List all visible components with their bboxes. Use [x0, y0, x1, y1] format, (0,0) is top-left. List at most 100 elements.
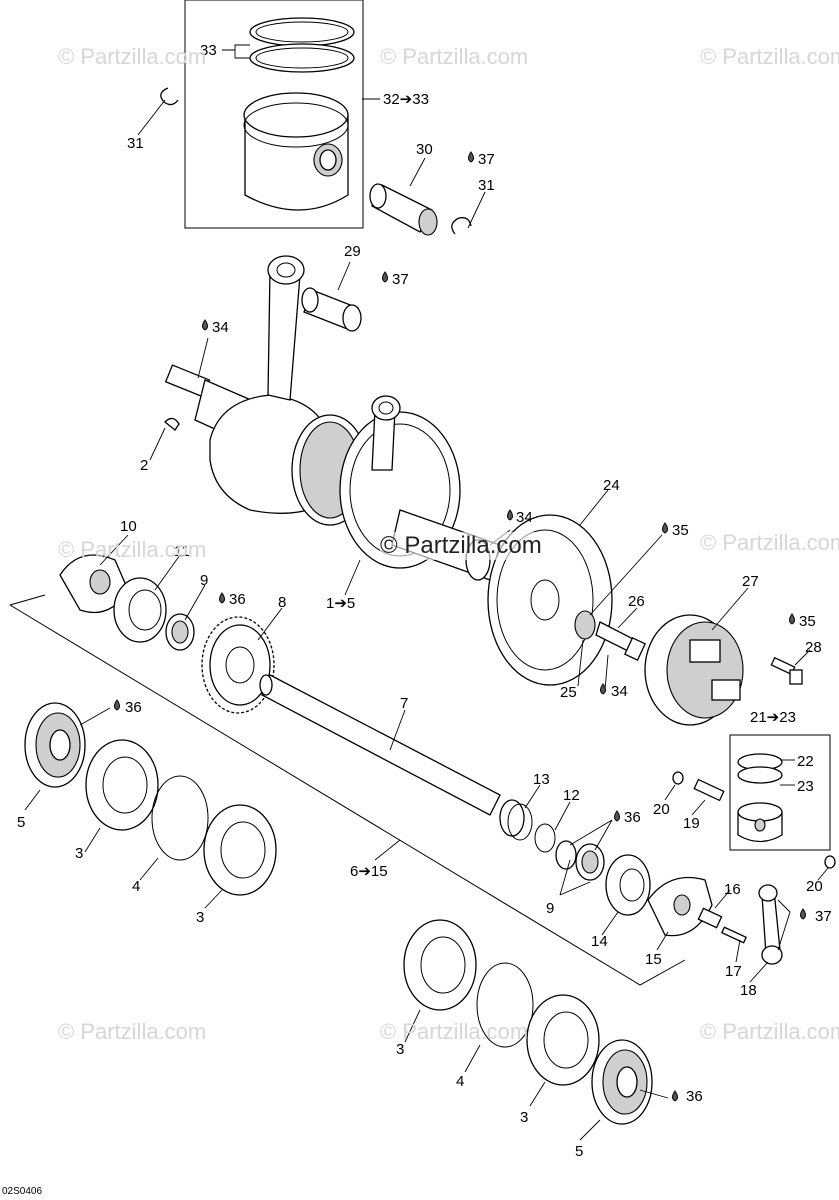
callout-16: 16	[724, 881, 741, 898]
callout-34-b: 34	[516, 509, 533, 526]
callout-37-b: 37	[392, 271, 409, 288]
callout-31-right: 31	[478, 177, 495, 194]
oil-drop-icon	[672, 1090, 678, 1102]
callout-28: 28	[805, 639, 822, 656]
watermark-top-left: © Partzilla.com	[58, 44, 207, 69]
callout-10: 10	[120, 518, 137, 535]
callout-14: 14	[591, 933, 608, 950]
callout-23: 23	[797, 778, 814, 795]
callout-31-left: 31	[127, 135, 144, 152]
callout-36-d: 36	[686, 1088, 703, 1105]
callout-35-b: 35	[799, 613, 816, 630]
piston-rings	[249, 17, 355, 73]
callout-22: 22	[797, 753, 814, 770]
watermark-top-right: © Partzilla.com	[700, 44, 839, 69]
bearing-3-c	[403, 919, 477, 1011]
callout-11: 11	[174, 543, 190, 560]
o-ring-4-upper	[151, 775, 209, 861]
callout-25: 25	[560, 684, 577, 701]
crankshaft-assembly	[164, 255, 501, 581]
watermark-mid-right: © Partzilla.com	[700, 530, 839, 555]
callout-36-a: 36	[229, 591, 246, 608]
bearing-3-d	[526, 994, 600, 1086]
needle-bearing-29	[301, 287, 362, 332]
callout-12: 12	[563, 787, 580, 804]
callout-1-5: 1➔5	[326, 595, 355, 612]
callout-24: 24	[603, 477, 620, 494]
callout-20-middle: 20	[653, 801, 670, 818]
oil-drop-icon	[382, 271, 388, 283]
callout-18: 18	[740, 982, 757, 999]
balance-weight-10	[59, 554, 129, 614]
callout-8: 8	[278, 594, 286, 611]
seal-9-upper	[165, 613, 195, 651]
callout-4-lower: 4	[456, 1073, 464, 1090]
needle-bearing-13	[499, 799, 533, 841]
oil-drop-icon	[202, 319, 208, 331]
balance-weight-15	[647, 876, 713, 937]
watermark-center: © Partzilla.com	[380, 532, 542, 560]
callout-30: 30	[416, 141, 433, 158]
pin-16	[697, 907, 723, 929]
callout-37-a: 37	[478, 151, 495, 168]
piston-kit-frame	[184, 0, 364, 229]
callout-3-c: 3	[396, 1041, 404, 1058]
callout-7: 7	[400, 695, 408, 712]
screw-28	[770, 656, 803, 685]
watermark-top-middle: © Partzilla.com	[380, 44, 529, 69]
balance-shaft	[259, 674, 501, 816]
bearing-3-b	[203, 804, 277, 896]
drawing-code: 02S0406	[2, 1186, 43, 1197]
callout-33: 33	[200, 42, 217, 59]
oil-drop-icon	[614, 810, 620, 822]
oil-drop-icon	[789, 613, 795, 625]
small-piston-kit-frame	[729, 734, 831, 851]
callout-5-lower: 5	[575, 1143, 583, 1160]
balance-shaft-group-outline	[9, 594, 686, 986]
piston-pin	[369, 183, 438, 236]
callout-36-c: 36	[624, 809, 641, 826]
oil-drop-icon	[800, 908, 806, 920]
callout-32-33: 32➔33	[383, 91, 429, 108]
pin-19	[693, 778, 725, 802]
callout-3-a: 3	[75, 845, 83, 862]
oil-drop-icon	[600, 683, 606, 695]
callout-35-a: 35	[672, 522, 689, 539]
callout-34-c: 34	[611, 683, 628, 700]
watermark-bottom-left: © Partzilla.com	[58, 1019, 207, 1044]
oil-drop-icon	[662, 522, 668, 534]
leader-lines	[24, 44, 829, 1141]
callout-17: 17	[725, 963, 742, 980]
drive-coupling	[644, 614, 744, 726]
callout-4-upper: 4	[132, 878, 140, 895]
callout-34-a: 34	[212, 319, 229, 336]
callout-20-right: 20	[806, 878, 823, 895]
callout-3-b: 3	[196, 909, 204, 926]
callout-27: 27	[742, 573, 759, 590]
oil-drop-icon	[507, 509, 513, 521]
callout-37-c: 37	[815, 908, 832, 925]
bearing-3-a	[85, 739, 159, 831]
oil-drop-icon	[468, 151, 474, 163]
watermark-bottom-middle: © Partzilla.com	[380, 1019, 529, 1044]
seal-5-upper	[24, 702, 86, 788]
callout-labels: 33 32➔33 31 30 37 31 29 37 34 2 24 34 35…	[17, 42, 832, 1160]
watermark-bottom-right: © Partzilla.com	[700, 1019, 839, 1044]
bolt-17	[720, 926, 748, 944]
circlip-31-right	[451, 217, 472, 235]
seal-9-lower	[555, 840, 605, 881]
ring-12	[534, 823, 556, 853]
oil-drop-icon	[114, 699, 120, 711]
callout-2: 2	[140, 457, 148, 474]
callout-3-d: 3	[520, 1109, 528, 1126]
flywheel-bolt	[595, 621, 647, 661]
callout-21-23: 21➔23	[750, 709, 796, 726]
watermark-mid-left: © Partzilla.com	[58, 537, 207, 562]
balance-shaft-gear	[201, 616, 275, 714]
nut-20-right	[824, 855, 836, 869]
bearing-11	[113, 577, 167, 643]
callout-36-b: 36	[125, 699, 142, 716]
o-ring-4-lower	[476, 962, 534, 1048]
bearing-14	[605, 854, 651, 916]
